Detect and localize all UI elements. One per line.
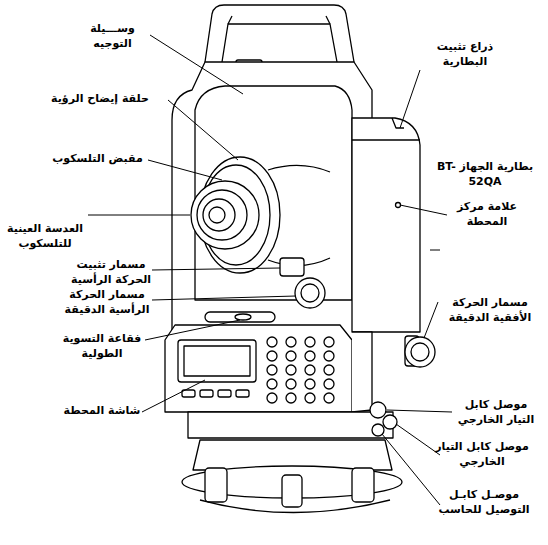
part-label: فقاعة التسوية الطولية — [60, 332, 144, 362]
part-label: العدسة العينية للتلسكوب — [2, 222, 88, 252]
part-label: موصـل كابـل التوصيل للحاسب — [432, 488, 536, 518]
key-button — [305, 351, 315, 361]
key-button — [267, 337, 277, 347]
part-label: ذراع تثبيت البطارية — [420, 40, 510, 70]
key-button — [267, 393, 277, 403]
key-button — [324, 393, 334, 403]
part-label: موصل كابل التيار الخارجي — [452, 398, 540, 428]
key-button — [305, 393, 315, 403]
part-label: مسمار تثبيت الحركة الرأسية — [70, 258, 152, 288]
part-label: شاشة المحطة — [62, 404, 142, 419]
function-key — [236, 390, 249, 397]
key-button — [324, 365, 334, 375]
key-button — [324, 337, 334, 347]
function-key — [200, 390, 213, 397]
key-button — [267, 379, 277, 389]
key-button — [305, 337, 315, 347]
part-label: بطارية الجهاز BT-52QA — [430, 160, 540, 190]
part-label: حلقة إيضاح الرؤية — [35, 92, 165, 107]
part-label: مسمار الحركة الأفقية الدقيقة — [438, 296, 542, 326]
key-button — [267, 351, 277, 361]
key-button — [305, 379, 315, 389]
key-button — [286, 351, 296, 361]
key-button — [286, 379, 296, 389]
function-key — [218, 390, 231, 397]
key-button — [305, 365, 315, 375]
key-button — [286, 337, 296, 347]
part-label: وســـيلة التوجيه — [75, 22, 150, 52]
key-button — [324, 379, 334, 389]
part-label: مسمار الحركة الرأسية الدقيقة — [62, 288, 152, 318]
part-label: علامة مركز المحطة — [447, 200, 527, 230]
part-label: موصل كابل التيار الخارجي — [432, 440, 532, 470]
key-button — [286, 393, 296, 403]
part-label: مقبض التلسكوب — [50, 152, 145, 167]
key-button — [267, 365, 277, 375]
key-button — [324, 351, 334, 361]
key-button — [286, 365, 296, 375]
